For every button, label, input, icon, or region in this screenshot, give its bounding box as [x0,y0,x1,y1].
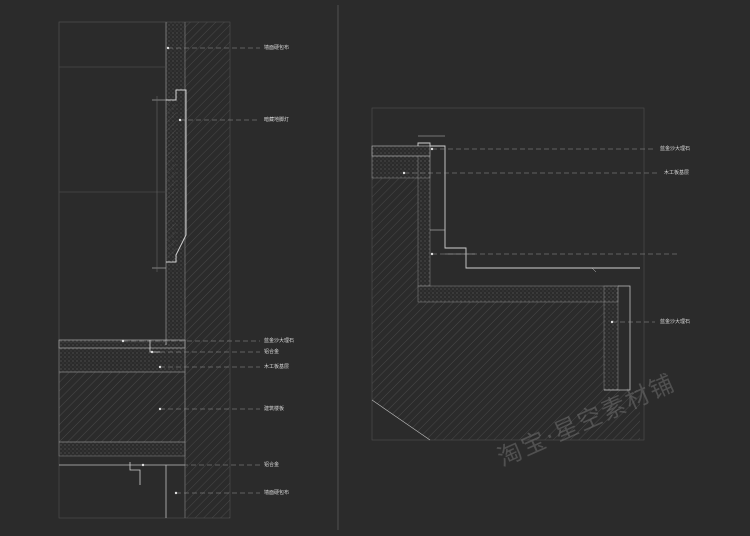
label-alloy-2: 铝合金 [264,462,280,468]
label-wood-base-left: 木工板基层 [264,364,290,370]
wood-base-layer [58,347,186,373]
label-marble-left: 蓝金沙大理石 [264,338,295,344]
label-marble-top: 蓝金沙大理石 [660,146,691,152]
label-alloy-1: 铝合金 [264,349,280,355]
left-wall-hatch [185,22,230,352]
label-wall-fabric-bottom: 墙面硬包布 [264,490,290,496]
floor-slab [58,371,186,443]
label-wood-base-right: 木工板基层 [664,170,690,176]
label-wall-fabric-top: 墙面硬包布 [264,45,290,51]
label-hidden-lamp: 暗藏地脚灯 [264,117,290,123]
right-section-detail [371,107,680,441]
label-marble-side: 蓝金沙大理石 [660,319,691,325]
label-building-floor: 建筑楼板 [264,406,285,412]
left-section-detail [58,21,260,519]
